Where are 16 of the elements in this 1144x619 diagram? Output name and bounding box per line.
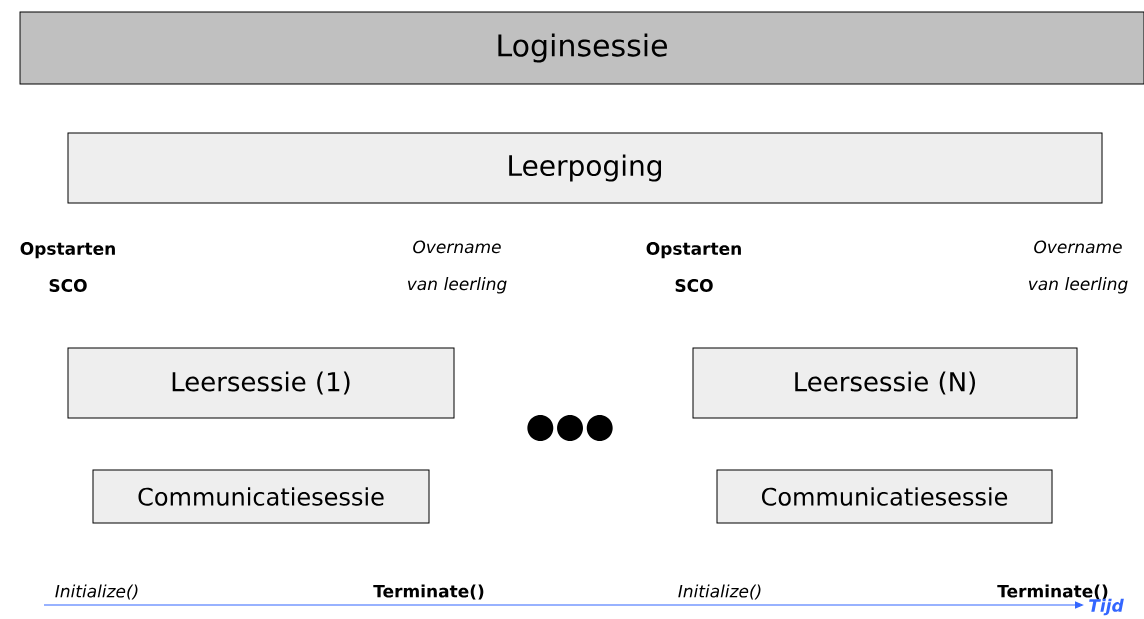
event-label: Opstarten SCO (646, 242, 741, 292)
process-box: Communicatiesessie (716, 469, 1053, 524)
process-box: Leersessie (N) (692, 347, 1078, 419)
axis-label: Tijd (1089, 598, 1124, 616)
event-label: Overname van leerling (1028, 240, 1128, 294)
event-label: Overname van leerling (407, 240, 507, 294)
call-label: Terminate() (373, 584, 484, 600)
call-label: Initialize() (678, 584, 761, 600)
process-box: Leerpoging (67, 132, 1103, 204)
ellipsis-dots: ●●● (527, 415, 613, 441)
call-label: Initialize() (55, 584, 138, 600)
process-box: Leersessie (1) (67, 347, 455, 419)
process-box: Communicatiesessie (92, 469, 430, 524)
event-label: Opstarten SCO (20, 242, 115, 292)
title-bar: Loginsessie (19, 11, 1144, 85)
call-label: Terminate() (997, 584, 1108, 600)
